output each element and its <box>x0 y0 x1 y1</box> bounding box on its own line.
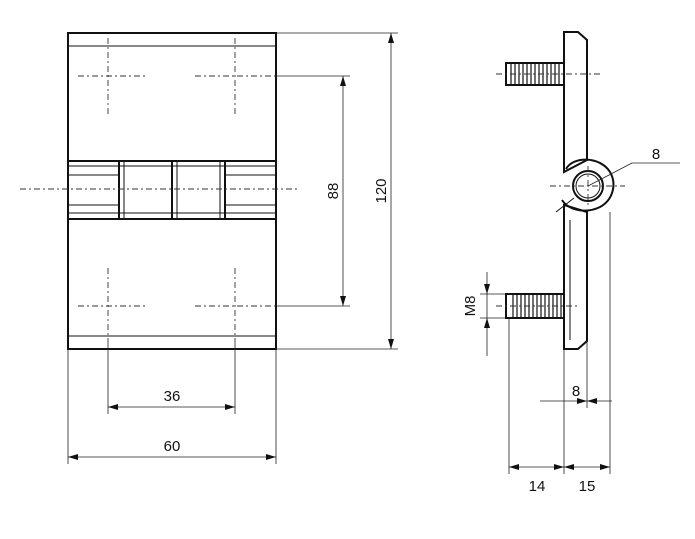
dim-36: 36 <box>107 342 236 414</box>
front-view: 36 60 88 120 <box>20 32 398 464</box>
dim-14-15: 14 15 <box>508 212 611 495</box>
side-lower-leaf <box>563 203 588 350</box>
front-hole-centers <box>78 38 276 342</box>
knuckle-1 <box>118 160 173 220</box>
dim-60: 60 <box>67 349 277 464</box>
dim-15-label: 15 <box>579 478 596 495</box>
dim-88-label: 88 <box>325 183 342 200</box>
side-upper-leaf <box>563 31 588 174</box>
dim-leaf-8: 8 <box>540 341 612 408</box>
dim-88: 88 <box>276 75 350 307</box>
knuckle-2 <box>171 160 226 220</box>
dim-pin-8-label: 8 <box>652 146 660 163</box>
dim-14-label: 14 <box>529 478 546 495</box>
dim-m8: M8 <box>462 272 506 356</box>
front-hinge-barrel <box>68 160 276 220</box>
dim-60-label: 60 <box>164 438 181 455</box>
front-plate-outline <box>67 32 277 350</box>
dim-36-label: 36 <box>164 388 181 405</box>
dim-leaf-8-label: 8 <box>572 383 580 400</box>
dim-m8-label: M8 <box>462 296 479 317</box>
side-view: 8 M8 8 14 <box>462 31 680 495</box>
dim-120: 120 <box>276 32 398 350</box>
dim-120-label: 120 <box>373 178 390 203</box>
dim-pin-8: 8 <box>587 146 680 187</box>
